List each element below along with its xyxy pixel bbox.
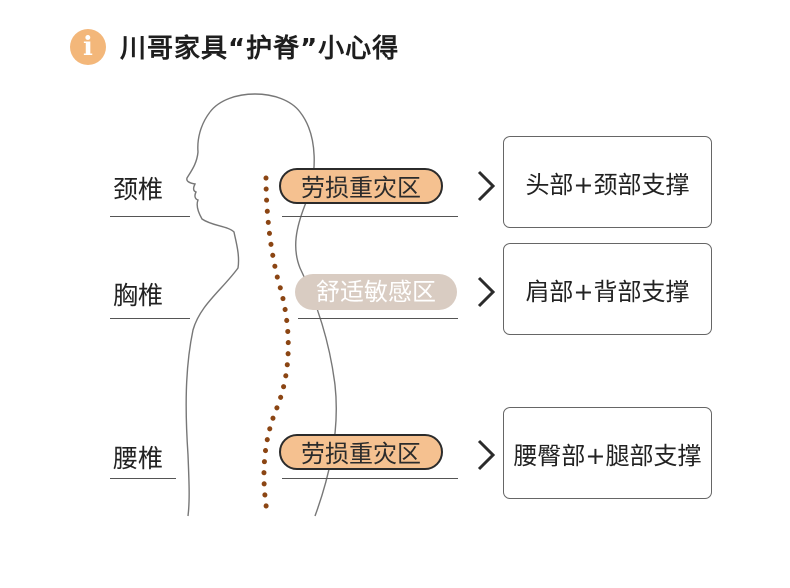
- chevron-right-icon: [477, 439, 496, 471]
- support-box-head-neck: 头部+颈部支撑: [503, 136, 712, 228]
- body-front-outline: [185, 111, 240, 517]
- spine-dotted-line: [261, 175, 291, 515]
- divider-line: [298, 318, 458, 319]
- status-badge-cervical: 劳损重灾区: [279, 168, 443, 204]
- divider-line: [110, 478, 176, 479]
- region-label-lumbar: 腰椎: [113, 444, 164, 473]
- region-label-cervical: 颈椎: [113, 175, 164, 204]
- divider-line: [282, 478, 458, 479]
- body-back-outline: [209, 93, 337, 517]
- divider-line: [282, 216, 458, 217]
- info-icon: i: [70, 28, 106, 65]
- support-box-waist-hip-leg: 腰臀部+腿部支撑: [503, 407, 712, 499]
- region-label-thoracic: 胸椎: [113, 281, 164, 310]
- chevron-right-icon: [477, 170, 496, 202]
- status-badge-thoracic: 舒适敏感区: [295, 274, 457, 310]
- page-title: 川哥家具“护脊”小心得: [120, 34, 400, 64]
- status-badge-lumbar: 劳损重灾区: [279, 434, 443, 470]
- header: i 川哥家具“护脊”小心得: [70, 28, 399, 65]
- divider-line: [110, 216, 190, 217]
- chevron-right-icon: [477, 276, 496, 308]
- divider-line: [110, 318, 190, 319]
- support-box-shoulder-back: 肩部+背部支撑: [503, 243, 712, 335]
